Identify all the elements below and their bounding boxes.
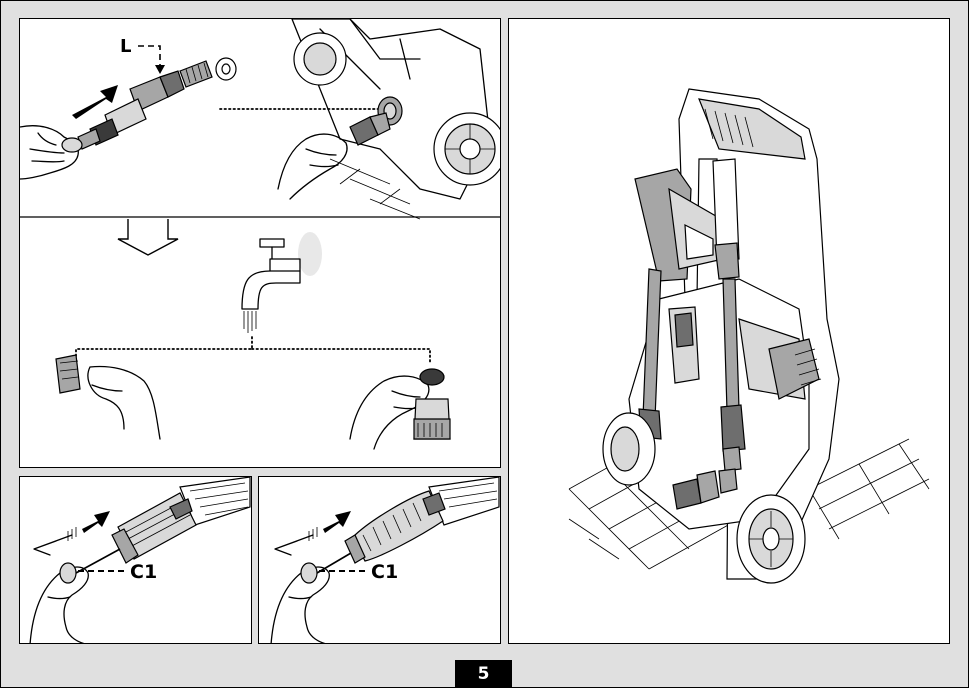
hand-icon: [55, 354, 161, 440]
hand-icon: [277, 112, 391, 200]
dotted-link-2: [75, 336, 431, 365]
arrow-down-icon: [117, 219, 179, 256]
nozzle-icon: [111, 477, 251, 564]
hand-icon: [29, 562, 89, 643]
nozzle-icon: [344, 477, 500, 564]
hand-icon: [349, 368, 451, 450]
label-c1-left: C1: [130, 561, 157, 583]
pressure-washer-icon: [291, 19, 500, 220]
cleaning-needle: [316, 552, 352, 574]
nozzle-clean-illustration-1: C1: [29, 477, 251, 643]
panel-nozzle-clean-standard: C1: [19, 476, 252, 644]
cleaning-needle: [75, 548, 121, 574]
arrow-right-icon: [323, 511, 351, 533]
inlet-connection-illustration: L: [20, 19, 500, 450]
tap-icon: [241, 232, 322, 333]
filter-pointer: [138, 45, 161, 67]
pressure-washer-icon: [602, 88, 840, 584]
arrow-left-icon: [33, 527, 77, 556]
pressure-washer-illustration: [568, 88, 930, 584]
arrow-right-icon: [82, 511, 110, 533]
nozzle-clean-illustration-2: C1: [270, 477, 500, 643]
hose-fitting: [77, 57, 237, 150]
panel-nozzle-clean-turbo: C1: [258, 476, 501, 644]
filter-label-L: L: [120, 36, 131, 57]
page-number: 5: [455, 660, 512, 688]
arrow-left-icon: [274, 527, 318, 556]
label-c1-right: C1: [371, 561, 398, 583]
hand-icon: [20, 125, 83, 180]
arrow-right-icon: [72, 85, 118, 119]
hand-icon: [270, 562, 330, 643]
panel-inlet-connection: L: [19, 18, 501, 468]
panel-pressure-washer: [508, 18, 950, 644]
